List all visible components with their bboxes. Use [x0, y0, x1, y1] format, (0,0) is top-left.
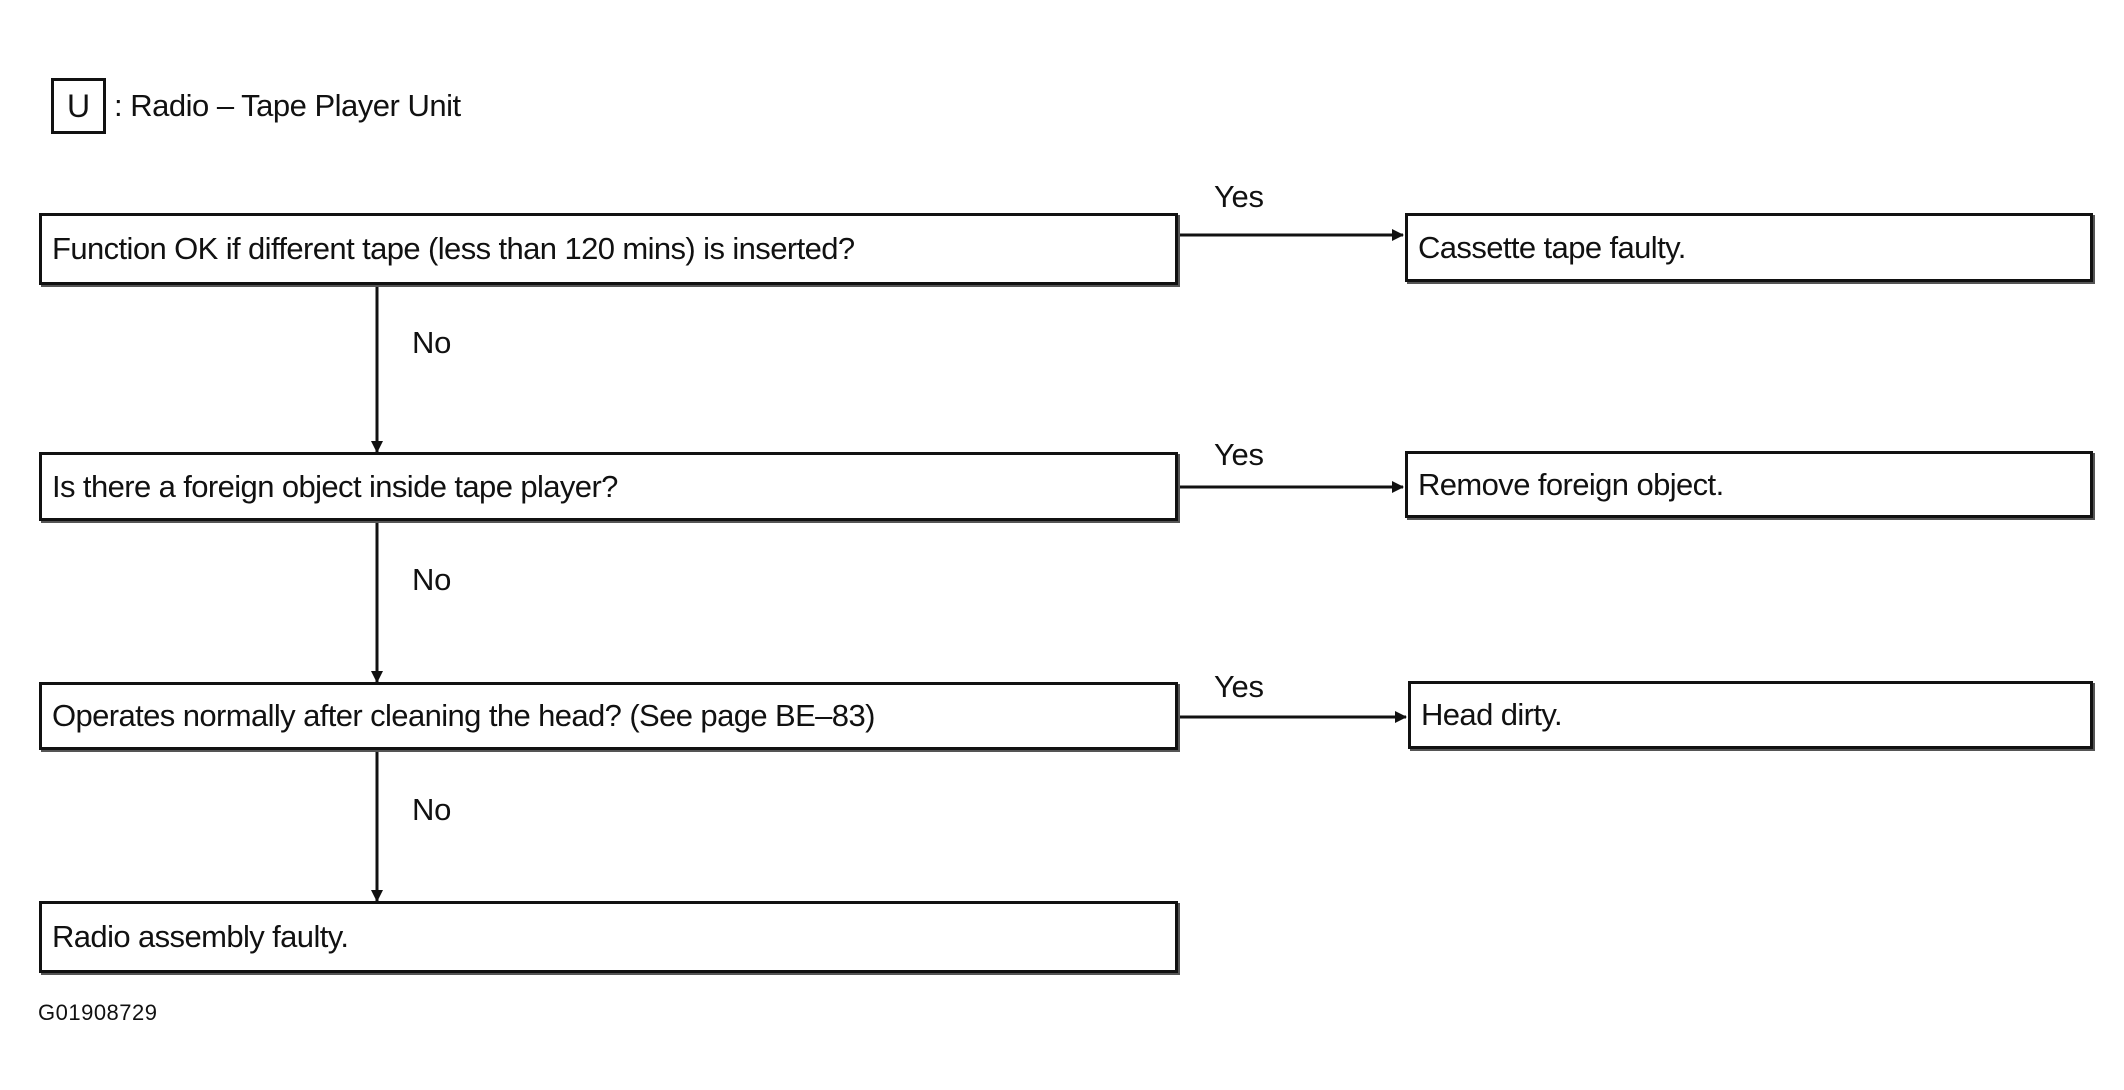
legend: U : Radio – Tape Player Unit — [51, 78, 461, 134]
yes-label-2: Yes — [1214, 437, 1264, 472]
legend-text: : Radio – Tape Player Unit — [114, 88, 461, 123]
final-result-box: Radio assembly faulty. — [39, 901, 1178, 973]
no-label-3: No — [412, 792, 452, 827]
no-label-1: No — [412, 325, 452, 360]
question-box-3: Operates normally after cleaning the hea… — [39, 682, 1178, 750]
yes-result-box-2: Remove foreign object. — [1405, 451, 2093, 518]
unit-key-box: U — [51, 78, 106, 134]
yes-label-3: Yes — [1214, 669, 1264, 704]
yes-label-1: Yes — [1214, 179, 1264, 214]
figure-code: G01908729 — [38, 1000, 158, 1025]
question-box-2: Is there a foreign object inside tape pl… — [39, 452, 1178, 521]
question-box-1: Function OK if different tape (less than… — [39, 213, 1178, 285]
yes-result-box-3: Head dirty. — [1408, 681, 2093, 749]
yes-result-box-1: Cassette tape faulty. — [1405, 213, 2093, 282]
no-label-2: No — [412, 562, 452, 597]
